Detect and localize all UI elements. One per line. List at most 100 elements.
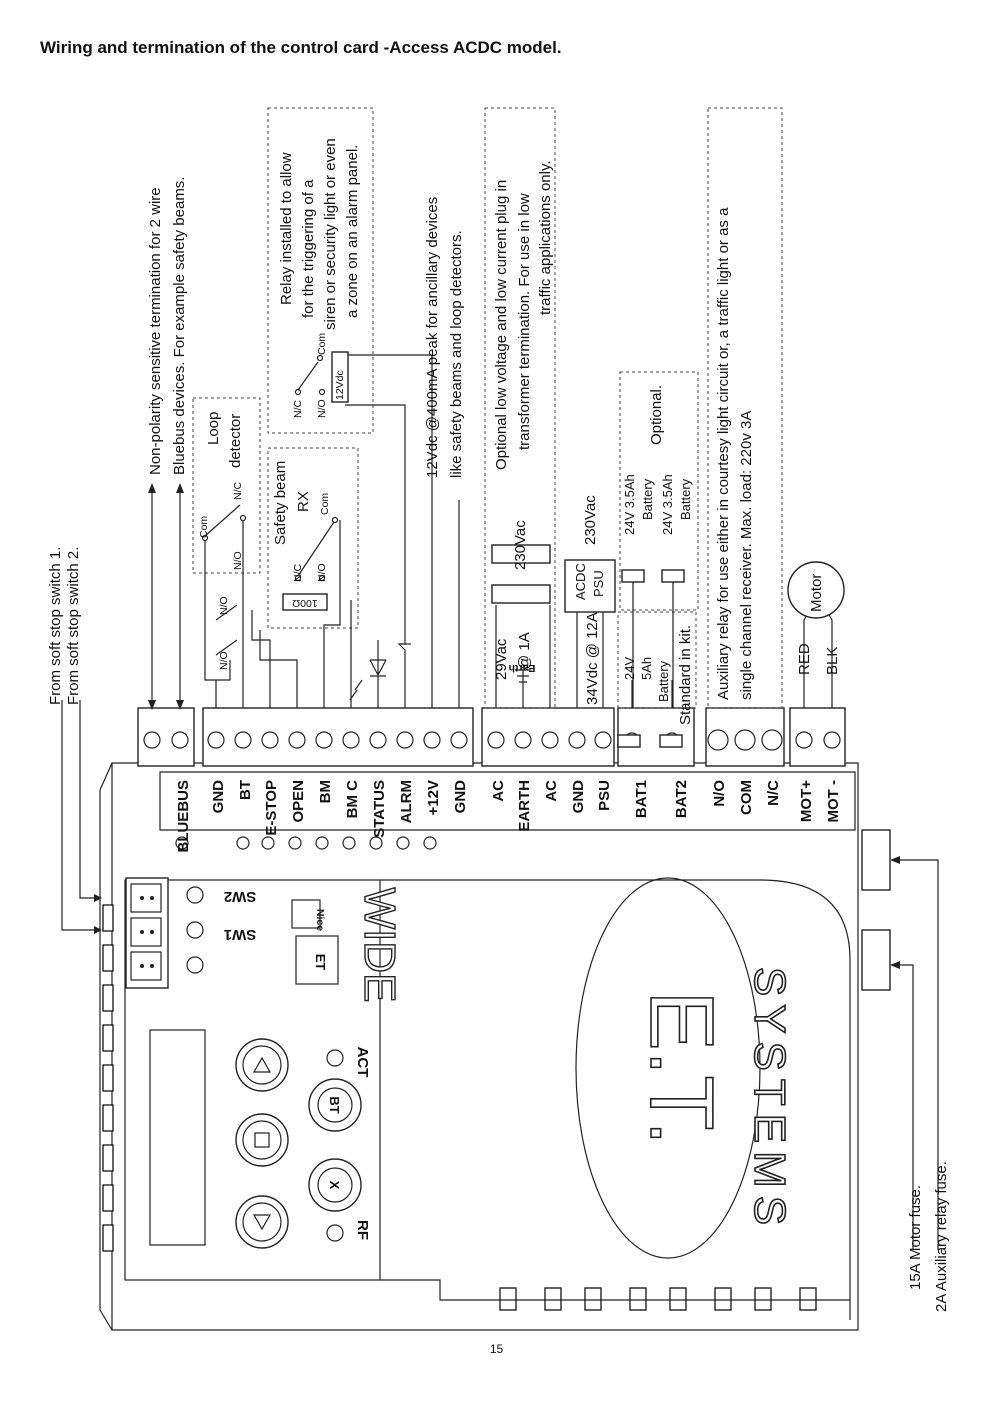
terminal-label: BT xyxy=(237,780,254,800)
bat2-label-1: 24V 3.5Ah xyxy=(622,474,637,535)
transformer-note-1: Optional low voltage and low current plu… xyxy=(493,180,510,470)
terminal-label: E-STOP xyxy=(263,780,280,836)
control-board: SW2 SW1 Nice ET WIDE BT xyxy=(99,762,891,1331)
rf-led xyxy=(326,1224,344,1242)
v230-label-b: 230Vac xyxy=(582,495,599,545)
loop-com: Com xyxy=(198,516,210,538)
transformer-note-2: transformer termination. For use in low xyxy=(516,193,533,450)
aux-box xyxy=(707,107,783,709)
terminal-label: BAT2 xyxy=(673,780,690,818)
motor-fuse xyxy=(861,829,891,891)
soft-stop-1-note: From soft stop switch 1. xyxy=(47,547,64,705)
relay-nc: N/C xyxy=(292,400,304,419)
v29-label-1: 29Vac xyxy=(493,638,510,680)
bluebus-note-2: Bluebus devices. For example safety beam… xyxy=(171,177,188,475)
component-labels: Loop detector Com N/C N/O N/O N/O Safety… xyxy=(198,333,841,705)
terminal-label: N/C xyxy=(765,780,782,806)
terminal-label: EARTH xyxy=(516,780,533,832)
terminal-label: COM xyxy=(738,780,755,815)
bat1-connector xyxy=(617,734,641,748)
terminal-label: GND xyxy=(452,780,469,814)
bat1-label-2: 5Ah xyxy=(639,657,654,680)
optional-box xyxy=(619,371,699,611)
relay-no: N/O xyxy=(316,399,328,418)
resistor-100-ohm xyxy=(282,593,328,611)
board-edge-pegs xyxy=(102,904,114,1252)
optional-note: Optional. xyxy=(648,385,665,445)
stop-button[interactable] xyxy=(235,1113,289,1167)
estop-no: N/O xyxy=(218,651,230,670)
loop-detector-box xyxy=(192,397,261,574)
relay-com: Com xyxy=(316,333,328,355)
brand-oval xyxy=(575,877,761,1259)
relay-note-4: a zone on an alarm panel. xyxy=(344,145,361,318)
spare-led xyxy=(186,956,204,974)
wide-logo: WIDE xyxy=(355,888,404,1003)
bat1-label-3: Battery xyxy=(656,660,671,702)
annotations: Non-polarity sensitive termination for 2… xyxy=(47,138,950,1312)
up-button[interactable] xyxy=(235,1038,289,1092)
terminal-label: AC xyxy=(490,780,507,802)
terminal-label: PSU xyxy=(596,780,613,811)
relay-note-3: siren or security light or even xyxy=(322,138,339,330)
acdc-psu xyxy=(564,559,616,613)
beam-nc: N/C xyxy=(292,564,304,583)
power-note-2: like safety beams and loop detectors. xyxy=(448,230,465,478)
terminal-label: N/O xyxy=(711,780,728,807)
safety-beam-box xyxy=(267,447,359,629)
motor-fuse-note: 15A Motor fuse. xyxy=(907,1185,924,1290)
act-label: ACT xyxy=(354,1047,371,1078)
power-note-1: 12Vdc @400mA peak for ancillary devices xyxy=(424,197,441,478)
page-number: 15 xyxy=(489,1342,504,1356)
relay-note-2: for the triggering of a xyxy=(300,179,317,318)
terminal-label: ALRM xyxy=(398,780,415,823)
terminal-label: OPEN xyxy=(290,780,307,823)
down-button[interactable] xyxy=(235,1195,289,1249)
status-leds xyxy=(175,836,437,850)
bt-button[interactable]: BT xyxy=(308,1078,362,1132)
v29-label-2: @ 1A xyxy=(516,632,533,670)
sw1-label: SW1 xyxy=(224,926,257,943)
loop-label-2: detector xyxy=(227,414,244,468)
nice-logo-box xyxy=(295,935,339,985)
blk-label: BLK xyxy=(824,647,841,675)
loop-no: N/O xyxy=(232,551,244,570)
bat2-connector xyxy=(659,734,683,748)
relay-coil xyxy=(331,351,349,403)
terminal-label: STATUS xyxy=(371,780,388,838)
aux-note-1: Auxiliary relay for use either in courte… xyxy=(715,207,732,700)
terminal-label: MOT - xyxy=(825,780,842,823)
sw2-label: SW2 xyxy=(224,888,257,905)
coil-230vac xyxy=(491,544,551,564)
beam-com: Com xyxy=(319,493,331,515)
standard-note: Standard in kit. xyxy=(677,625,694,725)
terminal-label: BM xyxy=(317,780,334,803)
brand-main: E.T. xyxy=(631,990,731,1145)
sw2-led xyxy=(186,886,204,904)
et-logo-box xyxy=(291,899,321,929)
relay-box xyxy=(267,107,374,434)
terminal-label: MOT+ xyxy=(798,780,815,822)
bat3-label-1: 24V 3.5Ah xyxy=(660,474,675,535)
terminal-label: GND xyxy=(570,780,587,814)
lcd-window xyxy=(149,1029,206,1246)
bat3-label-2: Battery xyxy=(678,478,693,520)
page-title: Wiring and termination of the control ca… xyxy=(40,38,562,57)
psu-label-1: ACDC xyxy=(573,563,588,600)
bat2-terminals xyxy=(621,569,645,583)
rf-label: RF xyxy=(354,1220,371,1240)
terminal-label: BM C xyxy=(344,780,361,818)
terminal-label: AC xyxy=(543,780,560,802)
soft-stop-connectors xyxy=(125,877,169,989)
terminal-label: GND xyxy=(210,780,227,814)
terminal-screws xyxy=(143,729,841,751)
psu-label-2: PSU xyxy=(591,570,606,597)
loop-nc: N/C xyxy=(232,482,244,501)
motor xyxy=(787,561,845,619)
relay-coil-label: 12Vdc xyxy=(334,370,346,400)
soft-stop-2-note: From soft stop switch 2. xyxy=(65,547,82,705)
x-button[interactable]: X xyxy=(308,1158,362,1212)
coil-29vac xyxy=(491,584,551,604)
